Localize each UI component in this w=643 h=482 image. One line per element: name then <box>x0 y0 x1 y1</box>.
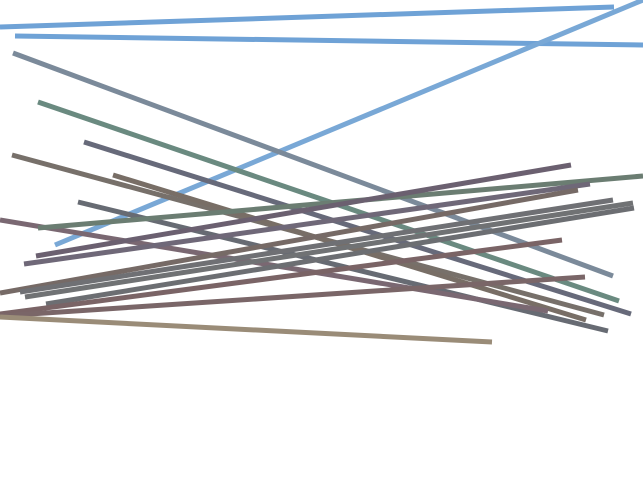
line-brown-2 <box>0 187 579 296</box>
line-gray-3 <box>24 200 634 300</box>
line-rose-2 <box>0 274 586 319</box>
line-blue-diagonal <box>54 0 643 248</box>
line-gray-2 <box>19 197 614 295</box>
line-gray-4 <box>45 205 635 307</box>
line-blue-top-1 <box>0 4 615 30</box>
line-slate-long <box>12 50 614 279</box>
line-rose-1 <box>0 237 563 317</box>
line-purple-2 <box>23 181 591 267</box>
line-tan-1 <box>0 314 493 345</box>
line-purple-1 <box>35 162 572 259</box>
